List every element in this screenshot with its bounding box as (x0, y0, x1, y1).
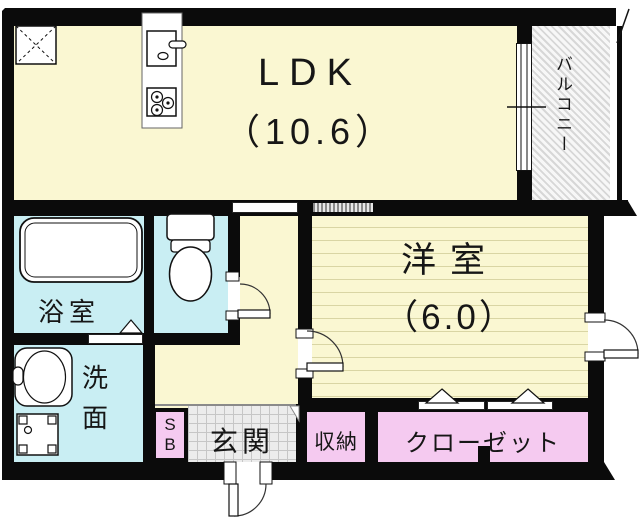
bedroom-door-icon (295, 328, 344, 379)
hallway-lower (155, 345, 298, 408)
closet-slider-triangle-left (424, 388, 460, 404)
bevel-top-left (0, 0, 13, 13)
wall-toilet-bottom (154, 333, 240, 345)
toilet-icon (166, 213, 215, 302)
shoe-box-fill (156, 412, 184, 458)
wall-closet-stub (478, 446, 490, 462)
bedroom-top-hatch-strip (313, 203, 373, 212)
room-bedroom (312, 215, 588, 400)
wall-window-top (517, 26, 532, 44)
entrance-label: 玄関 (209, 426, 274, 457)
bathroom-label: 浴室 (38, 297, 101, 327)
closet-label: クローゼット (405, 430, 561, 457)
room-ldk (14, 26, 517, 202)
refrigerator-space-icon (15, 25, 57, 65)
kitchen-counter-icon (141, 12, 187, 129)
ldk-hall-opening (232, 202, 298, 213)
entrance-door-opening (226, 462, 270, 480)
bathtub-icon (19, 217, 143, 283)
room-storage (307, 412, 365, 462)
bedroom-name: 洋室 (400, 241, 499, 280)
bathroom-door-triangle (118, 319, 144, 334)
wall-balcony-right (617, 26, 622, 203)
entrance-step-notch (289, 405, 300, 423)
bedroom-label: 洋室 （6.0） (350, 232, 550, 340)
balcony-corner-edge (616, 8, 630, 44)
hall-entrance-boundary (155, 404, 296, 406)
room-balcony (532, 26, 610, 203)
room-entrance (188, 405, 296, 462)
washing-machine-pan-icon (16, 413, 59, 456)
bedroom-right-door-icon (584, 312, 639, 362)
ldk-label: LDK （10.6） (195, 52, 425, 155)
bathroom-door-panel (88, 334, 143, 344)
entrance-door-icon (223, 461, 273, 517)
wall-left (2, 8, 14, 478)
shoe-box-label: SB (164, 415, 176, 455)
wall-entrance-right (296, 404, 307, 462)
storage-label: 収納 (314, 431, 358, 454)
right-door-opening (588, 319, 604, 357)
washroom-label: 洗面 (82, 363, 109, 434)
wall-storage-closet (365, 412, 378, 462)
ldk-name: LDK (258, 52, 362, 94)
wall-bath-toilet (144, 212, 154, 333)
ldk-size: （10.6） (223, 111, 397, 152)
toilet-door-opening (228, 277, 240, 317)
toilet-door-icon (225, 271, 271, 321)
bevel-bottom-right (604, 462, 615, 480)
wall-bottom (2, 462, 604, 480)
balcony-label: バルコニー (553, 55, 572, 155)
balcony-window-tracks (507, 44, 546, 170)
washbasin-icon (12, 347, 73, 407)
bevel-balcony-corner (628, 201, 637, 216)
closet-slider-triangle-right (510, 388, 546, 404)
bedroom-size: （6.0） (383, 298, 517, 337)
wall-window-bottom (517, 170, 532, 202)
